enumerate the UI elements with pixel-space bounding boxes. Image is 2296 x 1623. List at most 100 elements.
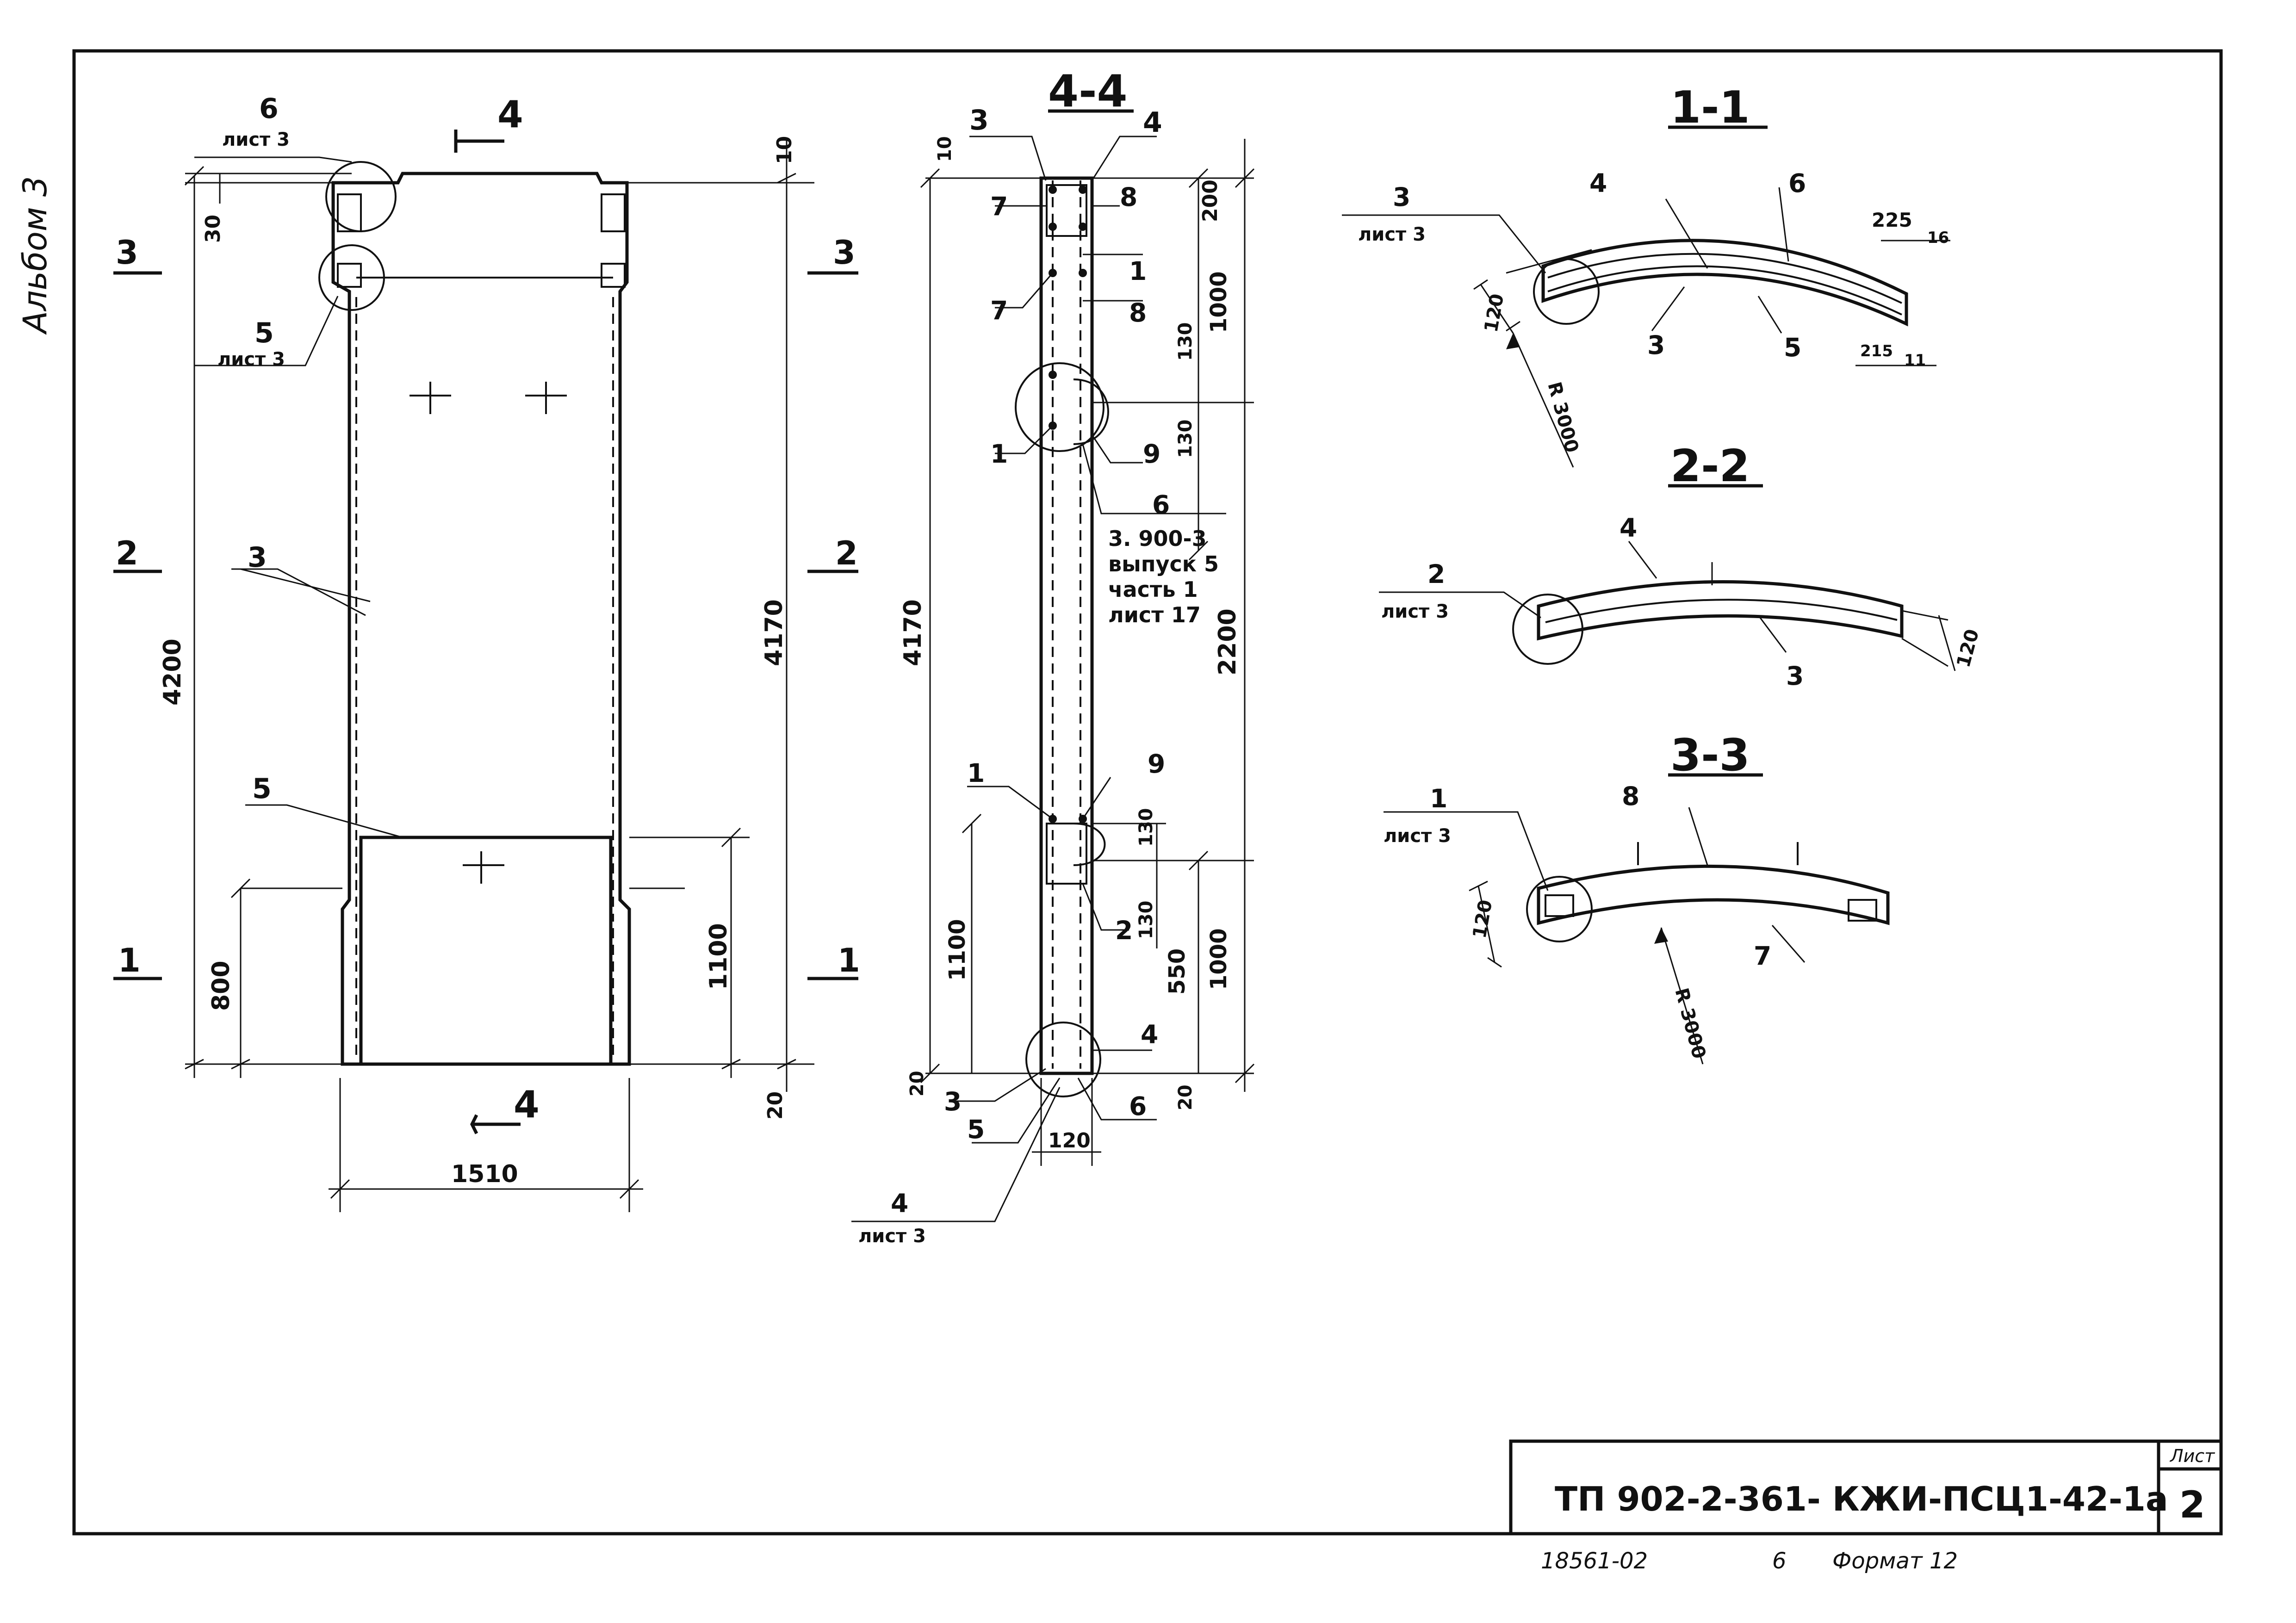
s44-label-1c: 1: [967, 758, 985, 788]
footer-num: 6: [1772, 1548, 1787, 1574]
callout-6-ref: лист 3: [222, 129, 290, 150]
s22-label-4: 4: [1620, 513, 1637, 543]
s44-dim-1000b: 1000: [1206, 928, 1232, 990]
s11-label-4: 4: [1589, 168, 1607, 198]
s22-dim-120: 120: [1953, 627, 1983, 670]
s44-dim-1100: 1100: [944, 919, 970, 981]
dim-10: 10: [773, 136, 796, 164]
stamp-sheet-number: 2: [2179, 1483, 2205, 1526]
s44-note-line3: часть 1: [1108, 577, 1198, 602]
s33-callout-num: 1: [1430, 784, 1447, 813]
dim-20: 20: [763, 1091, 787, 1120]
s44-label-7b: 7: [990, 296, 1008, 325]
s44-dim-4170: 4170: [899, 599, 927, 666]
dim-1510: 1510: [451, 1160, 518, 1188]
callout-5-ref: лист 3: [217, 349, 285, 370]
part-label-3: 3: [248, 541, 267, 574]
dim-800: 800: [207, 960, 235, 1011]
s11-dim-225: 225: [1872, 209, 1912, 231]
dim-4200: 4200: [159, 638, 186, 706]
stamp-code: ТП 902-2-361- КЖИ-ПСЦ1-42-1а: [1555, 1480, 2168, 1518]
stamp-sheet-label: Лист: [2169, 1446, 2215, 1466]
part-label-5: 5: [252, 773, 272, 805]
s11-callout-ref: лист 3: [1358, 224, 1426, 245]
section-4-4: [851, 136, 1255, 1222]
sheet-frame: [72, 49, 2223, 1536]
s11-dim-16: 16: [1927, 229, 1949, 247]
s44-label-3: 3: [969, 104, 989, 136]
s44-label-9b: 9: [1148, 749, 1165, 779]
dim-4170: 4170: [760, 599, 788, 666]
s44-label-8b: 8: [1129, 298, 1147, 328]
section-1-1: [1342, 187, 1950, 468]
section-mark-2-right: 2: [835, 534, 858, 572]
s44-dim-130b: 130: [1175, 420, 1196, 458]
s44-dim-200: 200: [1198, 180, 1222, 222]
s44-label-1a: 1: [1129, 256, 1147, 286]
s33-dim-120: 120: [1469, 898, 1497, 940]
section-2-2: [1379, 541, 1956, 671]
s11-radius: R 3000: [1543, 380, 1582, 455]
s44-dim-20b: 20: [1175, 1084, 1196, 1110]
s44-label-6: 6: [1152, 490, 1170, 520]
section-3-3-labels: 3-3 1 лист 3 8 7 120 R 3000: [1384, 730, 1771, 1061]
section-2-2-title: 2-2: [1670, 441, 1750, 492]
section-4-4-title: 4-4: [1048, 66, 1128, 117]
s44-callout-num: 4: [891, 1189, 908, 1218]
s44-label-7a: 7: [990, 192, 1008, 221]
s44-dim-120: 120: [1048, 1129, 1091, 1152]
section-mark-1-left: 1: [118, 942, 141, 979]
section-mark-3-right: 3: [833, 234, 856, 272]
dim-1100: 1100: [705, 923, 732, 990]
s44-dim-10: 10: [934, 136, 956, 162]
section-2-2-labels: 2-2 2 лист 3 4 3 120: [1381, 441, 1983, 691]
album-label: Альбом 3: [16, 176, 54, 335]
dim-30: 30: [201, 215, 225, 243]
s44-note-line2: выпуск 5: [1108, 551, 1219, 576]
s33-label-7: 7: [1754, 941, 1771, 971]
s11-dim-215: 215: [1860, 342, 1893, 360]
section-mark-1-right: 1: [838, 942, 860, 979]
s11-label-3: 3: [1647, 330, 1665, 360]
s11-label-5: 5: [1784, 333, 1801, 362]
s22-label-3: 3: [1786, 661, 1804, 691]
callout-5-num: 5: [254, 317, 274, 349]
s44-label-5: 5: [967, 1115, 985, 1144]
section-3-3-title: 3-3: [1670, 730, 1750, 781]
s44-dim-130c: 130: [1136, 808, 1157, 847]
s44-dim-130a: 130: [1175, 322, 1196, 361]
s44-dim-20a: 20: [906, 1071, 928, 1096]
s44-label-8a: 8: [1120, 182, 1137, 212]
s11-dim-11: 11: [1904, 351, 1926, 370]
callout-6-num: 6: [259, 93, 279, 125]
s22-callout-ref: лист 3: [1381, 601, 1449, 622]
s44-label-9a: 9: [1143, 439, 1160, 469]
footer: 18561-02 6 Формат 12: [1541, 1548, 1958, 1574]
s11-dim-120: 120: [1481, 292, 1508, 334]
s44-label-4b: 4: [1141, 1020, 1158, 1049]
section-3-3: [1384, 807, 1890, 1065]
s44-callout-ref: лист 3: [858, 1226, 926, 1247]
s11-callout-num: 3: [1393, 182, 1410, 212]
elevation-labels: 6 лист 3 5 лист 3 4 4 3 3 2 2 1 1 3 5 10…: [116, 93, 860, 1188]
section-mark-3-left: 3: [116, 234, 138, 272]
s44-label-6b: 6: [1129, 1091, 1147, 1121]
s44-label-1b: 1: [990, 439, 1008, 469]
s44-note-line4: лист 17: [1108, 602, 1201, 627]
footer-inv: 18561-02: [1541, 1548, 1648, 1574]
section-mark-2-left: 2: [116, 534, 138, 572]
section-mark-4-top: 4: [497, 93, 523, 136]
s44-dim-1000: 1000: [1206, 271, 1232, 333]
s44-label-3b: 3: [944, 1087, 962, 1116]
s44-note-line1: 3. 900-3: [1108, 526, 1207, 551]
s44-dim-130d: 130: [1136, 901, 1157, 940]
s33-radius: R 3000: [1670, 986, 1710, 1061]
section-4-4-labels: 4-4 3 4 7 8 1 8 7 1 9 6 1 9 2 4 3 5 6 10…: [858, 66, 1241, 1247]
s44-label-2: 2: [1115, 916, 1133, 945]
section-mark-4-bottom: 4: [514, 1083, 540, 1126]
section-1-1-title: 1-1: [1670, 82, 1750, 133]
s44-label-4: 4: [1143, 106, 1162, 139]
s11-label-6: 6: [1788, 168, 1806, 198]
s33-label-8: 8: [1622, 781, 1639, 811]
